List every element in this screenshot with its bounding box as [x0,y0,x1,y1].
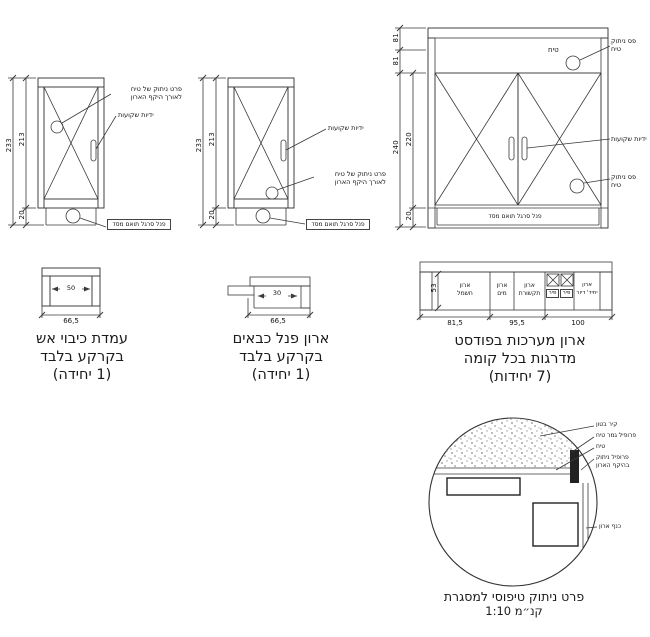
right-plaster-label: טיח [548,46,559,54]
left-plan-linework [38,267,104,319]
right-section-dim-53: 53 [430,283,438,293]
mid-caption: ארון פנל כבאים בקרקע בלבד (1 יחידה) [216,330,346,384]
right-section-dim-95-5: 95,5 [502,319,532,327]
mid-caption-line2: בקרקע בלבד [239,349,323,365]
mid-panel-label: פנל סרגל תואם מסד [306,219,370,230]
left-dim-20: 20 [18,210,26,220]
detail-caption-line2: קנ״מ 1:10 [485,604,543,618]
right-dim-81b: 81 [392,56,400,66]
right-handles-label: ידיות שקועות [611,135,647,143]
detail-plaster-label: טיח [596,443,606,450]
right-strip-bottom-line1: פס ניתוק [611,173,637,181]
water-line2: מים [497,289,507,297]
right-strip-top-line1: פס ניתוק [611,37,637,45]
mid-caption-line3: (1 יחידה) [251,367,311,383]
right-caption: ארון מערכות בפודסט מדרגות בכל קומה (7 יח… [425,332,615,386]
right-panel-label: פנל סרגל תואם מסד [465,213,565,221]
detail-separation-label: פרופיל ניתוק בהיקף הארון [596,454,629,470]
unit-line2: יחיד' דיור [576,289,598,296]
right-dim-240: 240 [392,140,400,155]
detail-leaf-label: כנף ארון [599,523,621,530]
right-strip-top-label: פס ניתוק טיח [611,37,647,53]
unit-line1: ארון [582,282,592,288]
right-section-shaft1: פיר [546,289,559,298]
mid-plan-linework [227,276,314,319]
mid-detail-line2: לאורך היקף הארון [334,178,386,186]
right-plan-linework [416,261,616,321]
detail-concrete-label: קיר בטון [596,421,618,428]
right-section-dim-100: 100 [563,319,593,327]
right-dim-81a: 81 [392,33,400,43]
right-caption-line1: ארון מערכות בפודסט [454,333,586,349]
right-caption-line3: (7 יחידות) [488,369,552,385]
left-section-dim-50: 50 [60,284,82,292]
electric-line2: חשמל [457,289,473,297]
left-caption-line1: עמדת כיבוי אש [35,331,129,347]
left-section-dim-66: 66,5 [55,317,87,325]
detail-linework [428,417,598,587]
mid-dim-20: 20 [208,210,216,220]
mid-section-dim-66: 66,5 [262,317,294,325]
right-elevation-linework [395,24,611,231]
left-detail-line1: פרט ניתוק של טיח [130,85,182,93]
right-strip-top-line2: טיח [611,45,621,53]
right-section-shaft2: פיר [560,289,573,298]
left-dim-233: 233 [5,138,13,153]
comm-line1: ארון [524,282,535,289]
mid-dim-213: 213 [208,132,216,147]
right-dim-220: 220 [405,132,413,147]
separation-line2: בהיקף הארון [596,462,630,469]
right-strip-bottom-label: פס ניתוק טיח [611,173,647,189]
mid-elevation-linework [198,74,327,229]
left-panel-label: פנל סרגל תואם מסד [107,219,171,230]
water-line1: ארון [496,282,508,289]
detail-caption-line1: פרט ניתוק טיפוסי למסגרת [443,589,585,604]
right-section-electric: ארון חשמל [444,282,486,297]
left-caption: עמדת כיבוי אש בקרקע בלבד (1 יחידה) [12,330,152,384]
comm-line2: תקשורת [518,289,541,297]
separation-line1: פרופיל ניתוק [596,454,629,461]
mid-detail-callout-label: פרט ניתוק של טיח לאורך היקף הארון [316,170,386,186]
mid-caption-line1: ארון פנל כבאים [232,331,330,347]
left-elevation-linework [8,74,117,229]
right-section-water: ארון מים [490,282,514,297]
right-section-dim-81-5: 81,5 [440,319,470,327]
mid-handles-label: ידיות שקועות [328,124,364,132]
mid-section-dim-30: 30 [266,289,288,297]
electric-line1: ארון [459,282,471,289]
left-caption-line2: בקרקע בלבד [40,349,124,365]
right-caption-line2: מדרגות בכל קומה [463,351,577,367]
detail-finish-profile-label: פרופיל גמר טיח [596,432,637,439]
left-dim-213: 213 [18,132,26,147]
right-strip-bottom-line2: טיח [611,181,621,189]
left-detail-line2: לאורך היקף הארון [130,93,182,101]
mid-detail-line1: פרט ניתוק של טיח [334,170,386,178]
left-detail-callout-label: פרט ניתוק של טיח לאורך היקף הארון [112,85,182,101]
right-dim-20: 20 [405,211,413,221]
right-section-unit: ארון יחיד' דיור [574,282,600,297]
right-section-comm: ארון תקשורת [514,282,545,297]
mid-dim-233: 233 [195,138,203,153]
detail-caption: פרט ניתוק טיפוסי למסגרת קנ״מ 1:10 [428,589,600,619]
left-caption-line3: (1 יחידה) [52,367,112,383]
left-handles-label: ידיות שקועות [118,111,154,119]
